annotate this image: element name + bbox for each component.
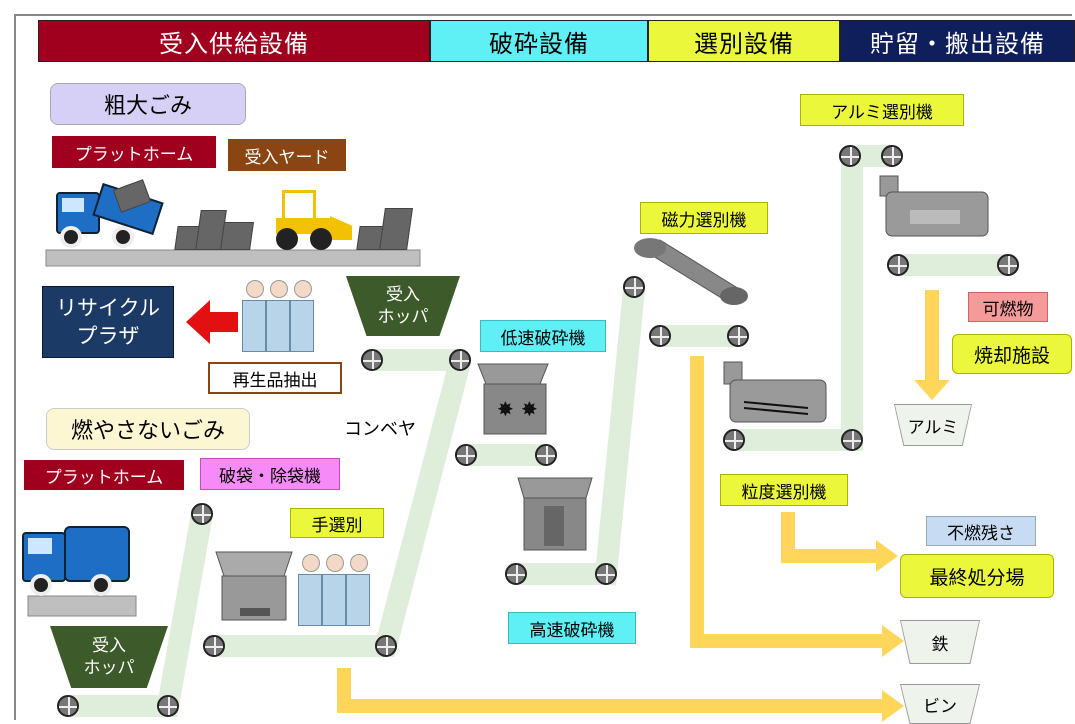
conveyor-label: コンベヤ	[344, 419, 416, 440]
roller-upper-hopper-right	[449, 349, 471, 371]
iron-bin: 鉄	[900, 620, 980, 664]
aluminum-separator-label: アルミ選別機	[800, 94, 964, 126]
aluminum-bin: アルミ	[894, 404, 972, 446]
roller-magnetic-left	[649, 325, 671, 347]
packer-truck-icon	[18, 520, 130, 596]
roller-upper-hopper-left	[361, 349, 383, 371]
roller-aluminum-out-right	[997, 254, 1019, 276]
bag-breaker-label: 破袋・除袋機	[200, 458, 340, 490]
flow-arrowheads	[876, 380, 950, 722]
bulky-waste-block	[220, 222, 254, 250]
hand-sort-machine	[215, 551, 293, 621]
roller-size-sep-left	[723, 429, 745, 451]
hand-sort-label: 手選別	[290, 508, 384, 538]
dump-truck-icon	[50, 182, 164, 250]
header-sorting: 選別設備	[648, 20, 840, 62]
header-storage-shipping: 貯留・搬出設備	[840, 20, 1075, 62]
worker-icon	[290, 280, 316, 352]
roller-low-crusher-right	[535, 444, 557, 466]
roller-bag-breaker-top	[191, 503, 213, 525]
diagram-frame	[14, 14, 1072, 720]
ground-strip-bulky	[45, 249, 421, 267]
roller-aluminum-top-left	[839, 145, 861, 167]
roller-aluminum-out-left	[887, 254, 909, 276]
bulky-waste-label: 粗大ごみ	[50, 83, 246, 125]
incombustible-platform-label: プラットホーム	[24, 460, 184, 490]
final-disposal-site-label: 最終処分場	[900, 554, 1054, 598]
header-receiving-supply: 受入供給設備	[38, 20, 430, 62]
low-speed-crusher-label: 低速破砕機	[480, 320, 606, 352]
roller-lower-hopper-right	[157, 695, 179, 717]
upper-receiving-hopper: 受入ホッパ	[346, 276, 460, 336]
worker-icon	[322, 554, 348, 626]
roller-size-sep-right	[841, 429, 863, 451]
arrowhead-bottles	[882, 690, 904, 722]
magnetic-separator-drum	[634, 238, 748, 305]
wheel-loader-icon	[272, 190, 356, 250]
ground-strip-incombustible	[27, 595, 137, 617]
incombustible-waste-label: 燃やさないごみ	[46, 408, 250, 450]
red-arrow-to-recycle-plaza	[186, 300, 238, 344]
roller-high-crusher-right	[595, 563, 617, 585]
roller-hand-sort-right	[375, 635, 397, 657]
worker-icon	[346, 554, 372, 626]
arrow-to-bottles	[337, 668, 885, 713]
magnetic-separator-label: 磁力選別機	[640, 202, 768, 234]
size-separator-label: 粒度選別機	[720, 474, 848, 506]
incineration-facility-label: 焼却施設	[952, 334, 1072, 374]
worker-icon	[242, 280, 268, 352]
roller-high-crusher-left	[505, 563, 527, 585]
arrowhead-final-disposal	[876, 540, 898, 572]
receiving-yard-label: 受入ヤード	[228, 139, 346, 171]
arrow-to-final-disposal	[781, 512, 880, 563]
size-separator-drum	[723, 361, 827, 423]
bulky-platform-label: プラットホーム	[52, 136, 216, 168]
recycle-plaza-box: リサイクルプラザ	[42, 286, 174, 358]
roller-magnetic-top	[623, 276, 645, 298]
bulky-waste-block	[379, 208, 413, 250]
roller-magnetic-right	[727, 325, 749, 347]
roller-lower-hopper-left	[57, 695, 79, 717]
lower-receiving-hopper: 受入ホッパ	[50, 626, 168, 688]
svg-text:✸: ✸	[521, 397, 538, 421]
arrowhead-aluminum	[914, 380, 950, 400]
bottles-bin: ビン	[900, 684, 980, 724]
roller-low-crusher-left	[455, 444, 477, 466]
aluminum-separator-drum	[879, 175, 989, 237]
flow-arrows	[337, 290, 939, 713]
arrowhead-iron	[882, 625, 904, 657]
roller-hand-sort-left	[203, 635, 225, 657]
roller-aluminum-top-right	[881, 145, 903, 167]
high-speed-crusher-label: 高速破砕機	[508, 612, 636, 644]
recycled-goods-extraction-label: 再生品抽出	[208, 362, 342, 394]
high-speed-crusher-machine	[517, 477, 593, 551]
header-crushing: 破砕設備	[430, 20, 648, 62]
incombustible-residue-label: 不燃残さ	[926, 516, 1036, 546]
low-speed-crusher-machine: ✸ ✸	[477, 363, 549, 435]
worker-icon	[266, 280, 292, 352]
worker-icon	[298, 554, 324, 626]
combustibles-label: 可燃物	[968, 292, 1048, 322]
arrow-to-iron	[690, 356, 885, 648]
svg-text:✸: ✸	[497, 397, 514, 421]
